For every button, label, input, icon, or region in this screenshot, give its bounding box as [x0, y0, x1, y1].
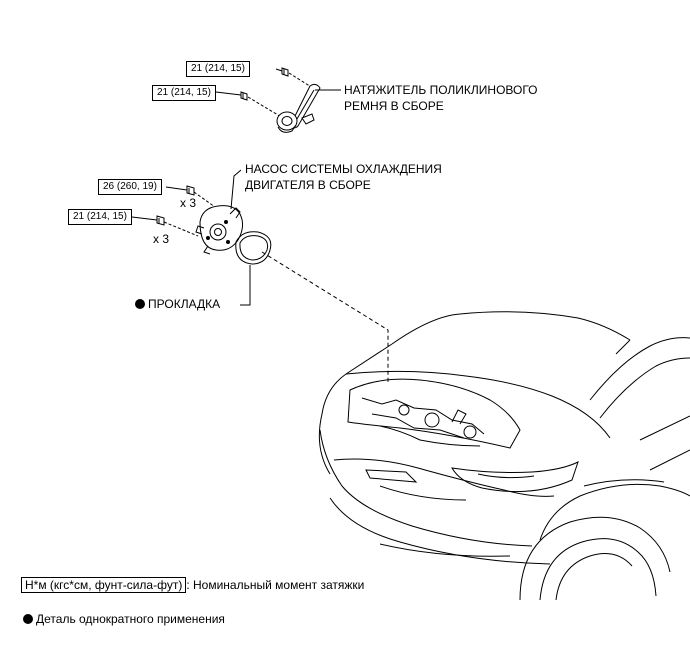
legend-single-use: Деталь однократного применения: [23, 611, 225, 627]
label-pump-line1: НАСОС СИСТЕМЫ ОХЛАЖДЕНИЯ: [245, 162, 442, 176]
leader-tensioner-upper: [275, 68, 283, 72]
legend-torque: Н*м (кгс*см, фунт-сила-фут): Номинальный…: [21, 577, 364, 593]
leader-pump-label: [230, 169, 242, 210]
vehicle-front-outline: [318, 311, 690, 601]
torque-box-pump-upper: 26 (260, 19): [98, 179, 162, 195]
torque-box-tensioner-upper: 21 (214, 15): [186, 61, 250, 77]
gasket-icon: [235, 231, 272, 265]
pump-bolt-lower-icon: [156, 215, 165, 226]
legend-single-use-text: Деталь однократного применения: [36, 612, 225, 626]
legend-single-use-dot-icon: [23, 614, 33, 624]
tensioner-bolt-upper-icon: [281, 67, 289, 77]
quantity-pump-upper: x 3: [180, 196, 197, 210]
label-gasket-text: ПРОКЛАДКА: [148, 297, 221, 311]
leader-gasket-label: [240, 265, 251, 306]
label-tensioner-line1: НАТЯЖИТЕЛЬ ПОЛИКЛИНОВОГО: [344, 83, 538, 97]
water-pump-assembly-icon: [195, 205, 244, 255]
belt-tensioner-assembly-icon: [276, 83, 321, 133]
label-tensioner-line2: РЕМНЯ В СБОРЕ: [344, 99, 444, 113]
leader-pump-lower: [131, 216, 158, 221]
legend-torque-description: : Номинальный момент затяжки: [186, 578, 365, 592]
label-pump-line2: ДВИГАТЕЛЯ В СБОРЕ: [245, 178, 371, 192]
label-gasket: ПРОКЛАДКА: [135, 297, 220, 312]
leader-pump-upper: [165, 186, 188, 191]
leader-tensioner-lower: [215, 91, 242, 96]
pump-bolt-upper-icon: [186, 185, 195, 196]
single-use-dot-icon: [135, 299, 145, 309]
legend-torque-unit-box: Н*м (кгс*см, фунт-сила-фут): [21, 577, 187, 593]
torque-box-pump-lower: 21 (214, 15): [68, 209, 132, 225]
torque-box-tensioner-lower: 21 (214, 15): [152, 85, 216, 101]
tensioner-bolt-lower-icon: [240, 91, 248, 101]
quantity-pump-lower: x 3: [153, 232, 170, 246]
